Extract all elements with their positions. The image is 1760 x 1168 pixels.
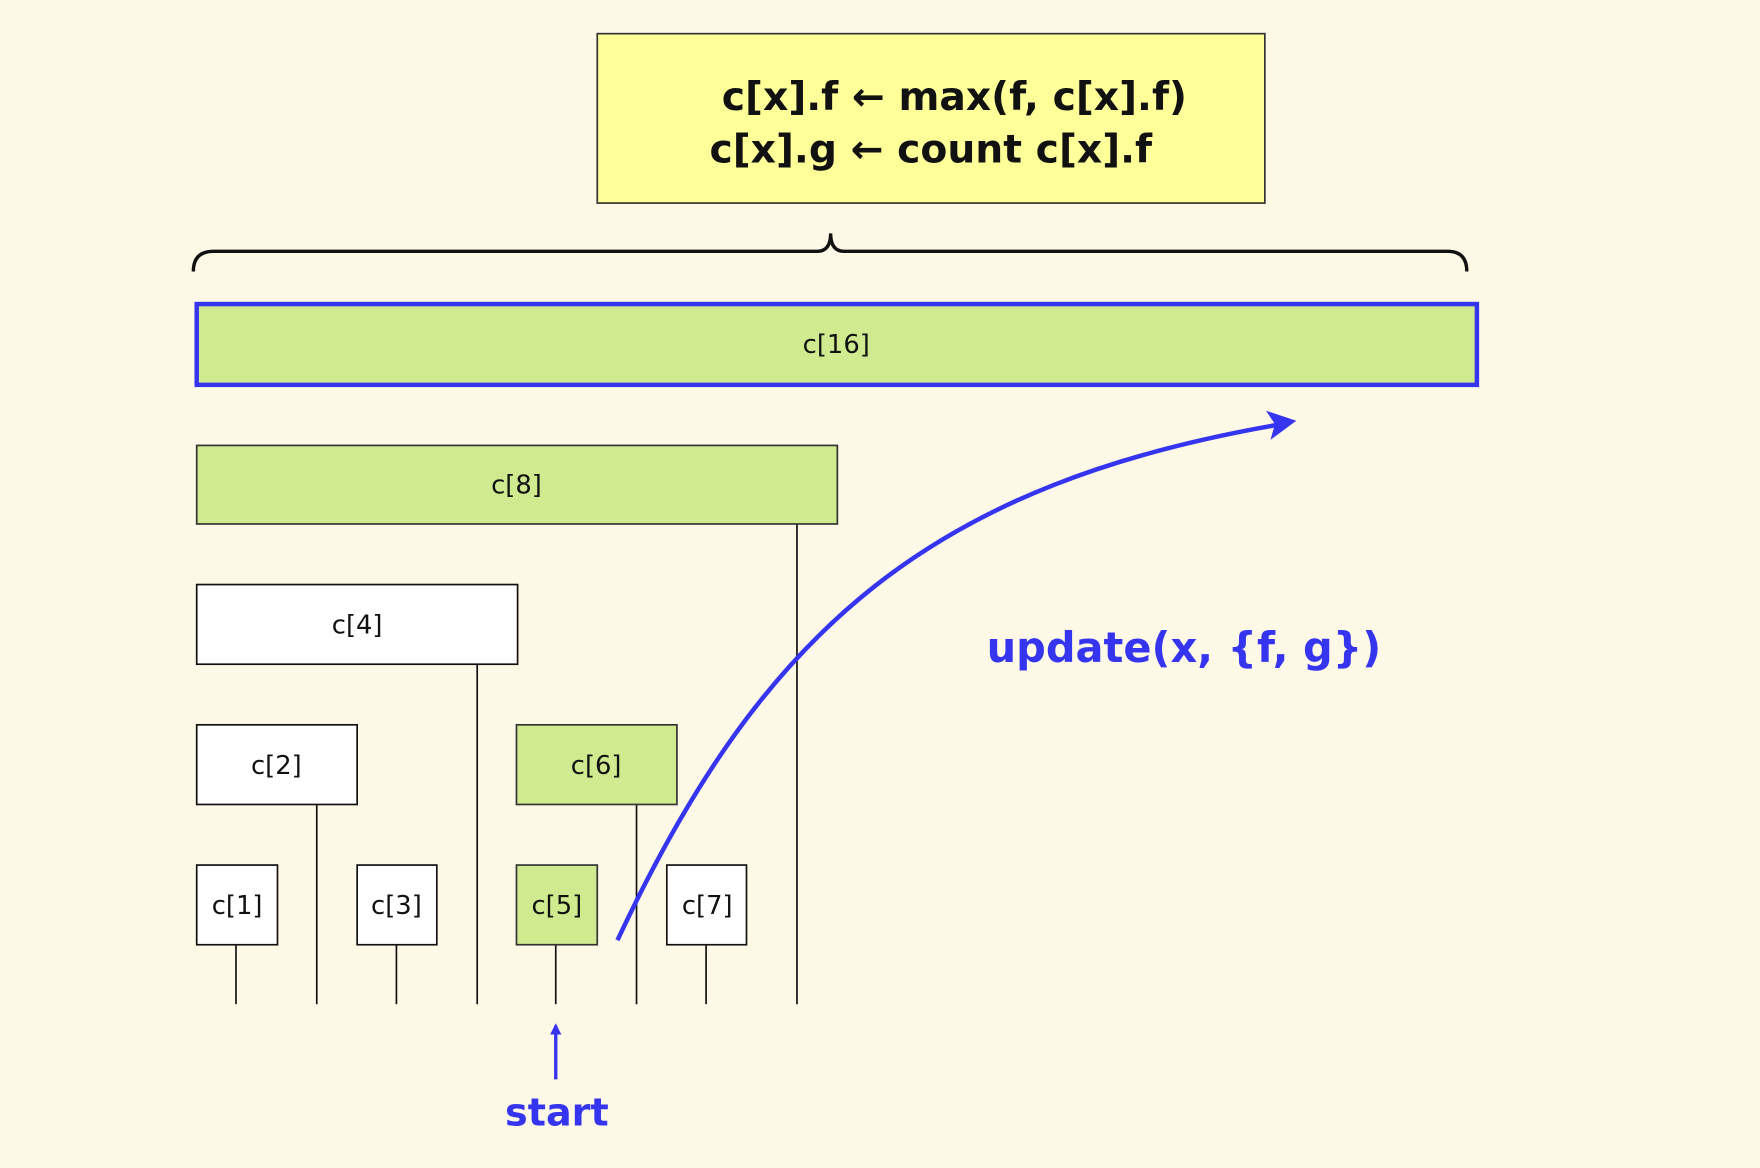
formula-line-2: c[x].g ← count c[x].f xyxy=(709,128,1153,173)
cell-label: c[16] xyxy=(803,330,870,360)
cell-label: c[3] xyxy=(371,891,422,921)
cell-c16[interactable]: c[16] xyxy=(194,301,1480,388)
cell-c6[interactable]: c[6] xyxy=(515,723,678,806)
cell-label: c[7] xyxy=(682,891,733,921)
cell-c5[interactable]: c[5] xyxy=(515,864,599,946)
cell-c2[interactable]: c[2] xyxy=(195,723,358,806)
cell-c3[interactable]: c[3] xyxy=(356,864,438,946)
brace xyxy=(191,233,1469,272)
cell-c1[interactable]: c[1] xyxy=(195,864,279,946)
update-arrow xyxy=(615,418,1291,942)
cell-label: c[8] xyxy=(491,470,542,500)
cell-label: c[6] xyxy=(571,751,622,781)
cell-label: c[4] xyxy=(332,611,383,641)
formula-line-1: c[x].f ← max(f, c[x].f) xyxy=(722,75,1187,120)
formula-box: c[x].f ← max(f, c[x].f) c[x].g ← count c… xyxy=(596,32,1266,204)
start-label: start xyxy=(505,1090,609,1134)
cell-label: c[1] xyxy=(212,891,263,921)
update-arrowhead xyxy=(1265,410,1297,440)
cell-c8[interactable]: c[8] xyxy=(195,444,839,525)
cell-label: c[5] xyxy=(531,891,582,921)
cell-c4[interactable]: c[4] xyxy=(195,583,519,666)
update-label: update(x, {f, g}) xyxy=(987,623,1382,672)
cell-c7[interactable]: c[7] xyxy=(665,864,748,946)
cell-label: c[2] xyxy=(251,751,302,781)
